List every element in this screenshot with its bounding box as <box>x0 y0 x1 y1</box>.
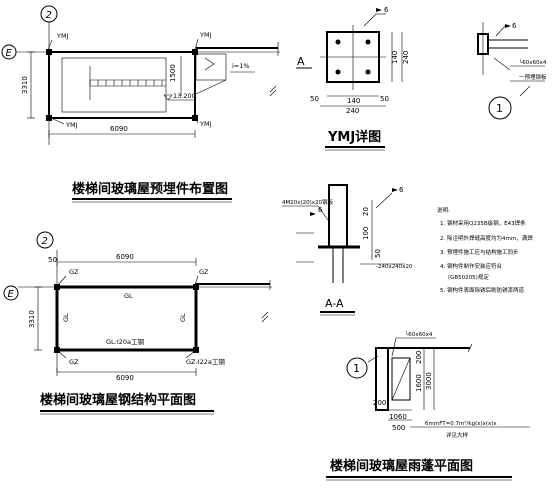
node-circle-label: 1 <box>496 102 503 115</box>
anchor-bolt <box>335 39 341 45</box>
section-dim-2: 100 <box>362 227 370 240</box>
gz-column <box>193 347 199 353</box>
embed-frame <box>48 51 196 119</box>
section-mark-a: A <box>297 55 305 68</box>
elevation-label: 13.200 <box>173 92 196 100</box>
note-item: 1. 钢材采用Q235B级钢，E43焊条 <box>440 219 526 227</box>
notes-heading: 说明: <box>437 206 450 214</box>
dim-edge: 50 <box>48 256 57 264</box>
gz-label: GZ <box>69 358 79 366</box>
gz-label: GZ <box>199 268 209 276</box>
canopy-dim: 200 <box>415 351 423 364</box>
axis-bubble-top <box>36 231 54 249</box>
dim-weld: 6 <box>384 6 389 14</box>
canopy-dim: 200 <box>373 399 386 407</box>
anchor-bolt <box>335 69 341 75</box>
section-column <box>328 184 348 248</box>
gz-column <box>54 347 60 353</box>
axis-label-left: E <box>6 48 13 59</box>
note-item: 4. 钢构件制作安装应符合 <box>440 262 502 270</box>
note-item: 3. 预埋件施工应与结构施工同步 <box>440 248 519 256</box>
dim-bottom-total: 240 <box>346 107 359 115</box>
stair-treads <box>89 66 166 100</box>
dim-side-inner: 140 <box>391 51 399 64</box>
node-angle: └60x60x4 <box>519 58 547 66</box>
title-canopy: 楼梯间玻璃屋雨蓬平面图 <box>330 458 473 474</box>
section-dim-1: 20 <box>362 207 370 216</box>
section-aa: 4M20x(20)x20钢板 6 6 20 100 50 -240x240x20… <box>282 184 413 316</box>
axis-bubble-left <box>3 285 19 301</box>
title-plan-steel: 楼梯间玻璃屋钢结构平面图 <box>40 392 196 408</box>
node-detail: 6 └60x60x4 一预埋钢板 1 <box>477 22 547 120</box>
dim-top: 6090 <box>116 253 134 261</box>
dim-side: 1500 <box>169 64 177 82</box>
canopy-dim: 500 <box>392 424 405 432</box>
dim-width: 6090 <box>110 125 128 133</box>
slope-label: i=1% <box>232 62 250 70</box>
canopy-panel <box>391 357 411 401</box>
dim-height: 3310 <box>21 76 29 94</box>
title-ymj: YMJ详图 <box>327 129 381 145</box>
note-item: (GB50205)规定 <box>448 273 489 281</box>
node-weld: 6 <box>512 22 517 30</box>
anchor-bolt <box>365 39 371 45</box>
plan-steel: 2 E GZ GZ GZ GZ-I22a工钢 GL GL GL GL:I20a工… <box>3 231 272 415</box>
canopy-angle: └60x60x4 <box>405 330 433 338</box>
gz-column <box>193 284 199 290</box>
dim-side-left: 50 <box>380 95 389 103</box>
anchor-bolt <box>365 69 371 75</box>
canopy-plan: 1 └60x60x4 200 1600 3000 200 1060 500 6m… <box>326 330 530 481</box>
dim-side-total: 240 <box>402 51 410 64</box>
gz-label: GZ-I22a工钢 <box>186 358 225 366</box>
dim-height: 3310 <box>28 310 36 328</box>
tag-ymj-bl: YMJ <box>65 121 78 129</box>
canopy-dim: 1060 <box>389 413 407 421</box>
dim-bottom: 6090 <box>116 374 134 382</box>
dim-bottom-left: 50 <box>310 95 319 103</box>
steel-frame <box>55 285 198 352</box>
canopy-note: 详见大样 <box>446 431 469 439</box>
canopy-dim: 1600 <box>415 374 423 392</box>
tag-ymj-tl: YMJ <box>56 32 69 40</box>
axis-label-left: E <box>8 289 15 300</box>
title-plan-embed: 楼梯间玻璃屋预埋件布置图 <box>72 181 228 197</box>
gz-column <box>54 284 60 290</box>
canopy-circle-label: 1 <box>353 362 360 375</box>
section-anchor-note: -240x240x20 <box>376 264 413 270</box>
tag-ymj-tr: YMJ <box>199 31 212 39</box>
plan-embed: 2 E YMJ <box>1 5 280 203</box>
gl-label: GL:I20a工钢 <box>106 338 145 346</box>
embed-corner-tr <box>192 49 198 55</box>
node-note: 一预埋钢板 <box>519 73 547 81</box>
section-weld-1: 6 <box>318 206 323 214</box>
gl-label: GL <box>124 292 133 300</box>
gz-label: GZ <box>69 268 79 276</box>
dim-bottom-inner: 140 <box>347 97 360 105</box>
gl-label: GL <box>179 313 187 322</box>
tag-ymj-br: YMJ <box>199 120 212 128</box>
stair-well <box>61 57 167 113</box>
ymj-detail: A 6 140 240 50 140 240 50 YMJ详图 <box>296 6 410 151</box>
gl-label: GL <box>62 313 70 322</box>
canopy-circle <box>346 357 368 379</box>
note-item: 2. 除注明外焊缝高度均为4mm，满焊 <box>440 234 533 242</box>
section-weld-2: 6 <box>399 186 404 194</box>
node-circle <box>488 96 512 120</box>
title-section-aa: A-A <box>325 297 344 310</box>
section-dim-3: 50 <box>374 249 382 258</box>
section-plate-note: 4M20x(20)x20钢板 <box>282 198 334 206</box>
embed-corner-tl <box>46 49 52 55</box>
canopy-dim: 3000 <box>425 372 433 390</box>
note-item: 5. 钢构件表面除锈后刷防锈漆两道 <box>440 286 524 294</box>
axis-label-top: 2 <box>42 236 48 247</box>
embed-corner-bl <box>46 115 52 121</box>
column-section <box>477 33 489 55</box>
notes: 说明: 1. 钢材采用Q235B级钢，E43焊条 2. 除注明外焊缝高度均为4m… <box>437 206 533 294</box>
canopy-bolt-note: 6mmFT=0.7m²/kg(x)x(x)x <box>425 420 497 427</box>
canopy-column <box>375 347 389 411</box>
axis-label-top: 2 <box>46 10 52 21</box>
